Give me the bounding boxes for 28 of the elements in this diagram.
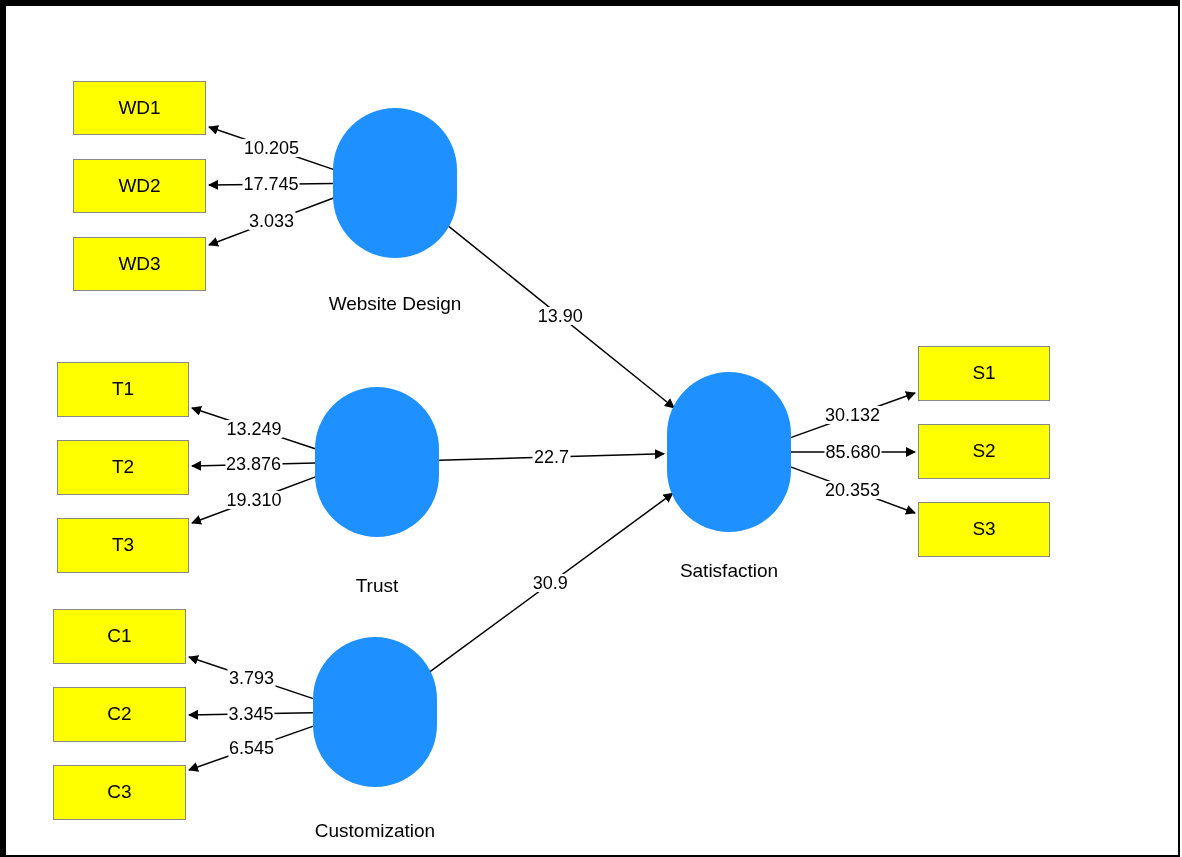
indicator-box: WD1 [73, 81, 206, 135]
edge-label: 13.90 [536, 307, 584, 326]
edge-label: 6.545 [228, 738, 276, 757]
indicator-box: C2 [53, 687, 186, 742]
indicator-box: C1 [53, 609, 186, 664]
edge-label: 3.345 [227, 704, 275, 723]
construct-label: Trust [355, 575, 399, 595]
edge-label: 10.205 [242, 139, 300, 158]
edge-label: 19.310 [225, 490, 283, 509]
indicator-box: WD2 [73, 159, 206, 213]
construct-label: Satisfaction [679, 560, 779, 580]
edge-label: 13.249 [225, 419, 283, 438]
edge-label: 30.132 [823, 406, 882, 425]
edge-label: 3.793 [227, 668, 275, 687]
edge-label: 30.9 [531, 574, 569, 593]
indicator-box: T2 [57, 440, 189, 495]
edge-label: 3.033 [248, 212, 296, 231]
construct-label: Customization [314, 820, 436, 840]
indicator-box: WD3 [73, 237, 206, 291]
indicator-box: S2 [918, 424, 1050, 479]
edge-label: 20.353 [823, 480, 881, 499]
indicator-box: S1 [918, 346, 1050, 401]
indicator-box: T1 [57, 362, 189, 417]
indicator-box: S3 [918, 502, 1050, 557]
indicator-box: T3 [57, 518, 189, 573]
construct-label: Website Design [328, 293, 462, 313]
indicator-box: C3 [53, 765, 186, 820]
edge-label: 85.680 [824, 443, 882, 461]
